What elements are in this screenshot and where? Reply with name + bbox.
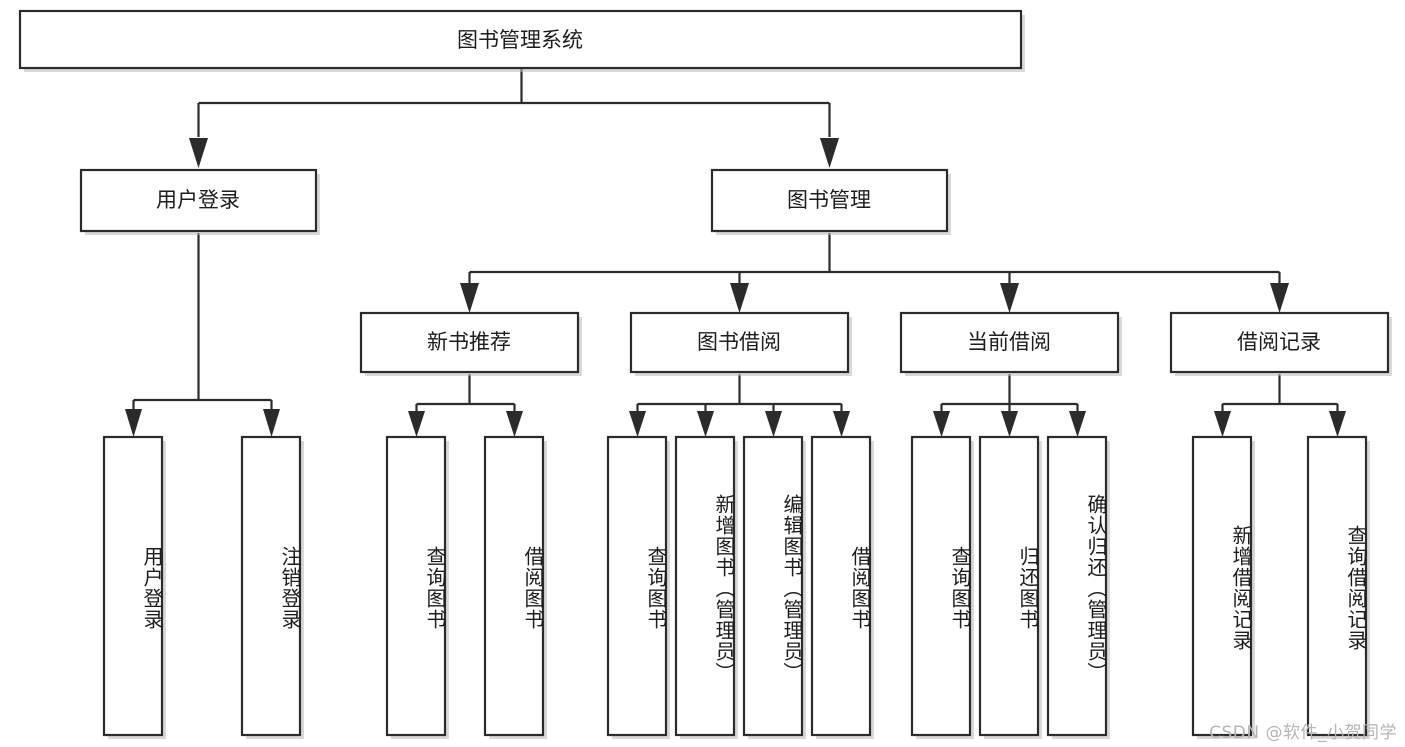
- node-user-login[interactable]: 用户登录: [79, 168, 320, 235]
- connector-group-current-borrow: [933, 374, 1086, 437]
- leaf-node-bb-2[interactable]: [674, 435, 738, 739]
- node-bb-label: 图书借阅: [697, 330, 781, 354]
- node-br-box[interactable]: [1169, 311, 1390, 374]
- arrow-leaf-cb-1: [933, 411, 950, 437]
- node-root-label: 图书管理系统: [457, 28, 583, 52]
- leaf-node-br-1[interactable]: [1191, 435, 1255, 739]
- csdn-watermark: CSDN @软件_小贺同学: [1209, 723, 1397, 743]
- arrow-leaf-bb-4: [833, 411, 850, 437]
- leaf-node-bb-3[interactable]: [742, 435, 806, 739]
- arrow-to-new-book-recommend: [460, 283, 479, 313]
- leaf-box[interactable]: [1191, 435, 1253, 737]
- leaf-node-user-login-1[interactable]: [102, 435, 166, 739]
- node-cb-label: 当前借阅: [967, 330, 1051, 354]
- leaf-node-bb-1[interactable]: [606, 435, 670, 739]
- node-user-login-box[interactable]: [79, 168, 318, 233]
- leaf-box[interactable]: [385, 435, 447, 737]
- arrow-leaf-user-login-2: [263, 409, 280, 437]
- arrow-to-borrow-record: [1270, 283, 1289, 313]
- arrow-leaf-user-login-1: [125, 409, 142, 437]
- leaf-box[interactable]: [102, 435, 164, 737]
- node-current-borrow[interactable]: 当前借阅: [899, 311, 1122, 376]
- arrow-leaf-nbr-1: [408, 411, 425, 437]
- node-new-book-recommend[interactable]: 新书推荐: [359, 311, 582, 376]
- arrow-to-book-manage: [820, 138, 839, 168]
- arrow-leaf-bb-3: [765, 411, 782, 437]
- connector-group-book-borrow: [629, 374, 850, 437]
- arrow-to-book-borrow: [730, 283, 749, 313]
- node-nbr-box[interactable]: [359, 311, 580, 374]
- node-borrow-record[interactable]: 借阅记录: [1169, 311, 1392, 376]
- leaf-node-nbr-2[interactable]: [483, 435, 547, 739]
- node-user-login-label: 用户登录: [156, 188, 240, 212]
- leaf-box[interactable]: [742, 435, 804, 737]
- leaf-box[interactable]: [810, 435, 872, 737]
- arrow-leaf-bb-1: [629, 411, 646, 437]
- leaf-node-cb-3[interactable]: [1046, 435, 1110, 739]
- arrow-leaf-bb-2: [697, 411, 714, 437]
- leaf-box[interactable]: [483, 435, 545, 737]
- arrow-leaf-br-1: [1214, 411, 1231, 437]
- arrow-leaf-cb-3: [1069, 411, 1086, 437]
- leaf-node-cb-1[interactable]: [910, 435, 974, 739]
- arrow-leaf-cb-2: [1001, 411, 1018, 437]
- connector-group-user-login: [125, 233, 280, 437]
- connector-group-borrow-record: [1214, 374, 1346, 437]
- leaf-box[interactable]: [910, 435, 972, 737]
- connector-group-new-book-recommend: [408, 374, 523, 437]
- node-book-manage[interactable]: 图书管理: [710, 168, 951, 235]
- node-book-manage-box[interactable]: [710, 168, 949, 233]
- arrow-to-user-login: [189, 138, 208, 168]
- node-book-borrow[interactable]: 图书借阅: [629, 311, 852, 376]
- leaf-box[interactable]: [1046, 435, 1108, 737]
- leaf-box[interactable]: [674, 435, 736, 737]
- leaf-box[interactable]: [240, 435, 302, 737]
- connector-group-root: [189, 69, 839, 168]
- leaf-box[interactable]: [606, 435, 668, 737]
- leaf-box[interactable]: [978, 435, 1040, 737]
- leaf-node-br-2[interactable]: [1306, 435, 1370, 739]
- leaf-node-bb-4[interactable]: [810, 435, 874, 739]
- node-br-label: 借阅记录: [1237, 330, 1321, 354]
- node-nbr-label: 新书推荐: [427, 330, 511, 354]
- node-bb-box[interactable]: [629, 311, 850, 374]
- arrow-to-current-borrow: [1000, 283, 1019, 313]
- leaf-node-user-login-2[interactable]: [240, 435, 304, 739]
- node-root[interactable]: 图书管理系统: [18, 9, 1025, 72]
- leaf-node-nbr-1[interactable]: [385, 435, 449, 739]
- arrow-leaf-nbr-2: [506, 411, 523, 437]
- connector-group-book-manage: [460, 233, 1289, 313]
- node-root-box[interactable]: [18, 9, 1023, 70]
- node-book-manage-label: 图书管理: [787, 188, 871, 212]
- arrow-leaf-br-2: [1329, 411, 1346, 437]
- node-cb-box[interactable]: [899, 311, 1120, 374]
- leaf-box[interactable]: [1306, 435, 1368, 737]
- leaf-node-cb-2[interactable]: [978, 435, 1042, 739]
